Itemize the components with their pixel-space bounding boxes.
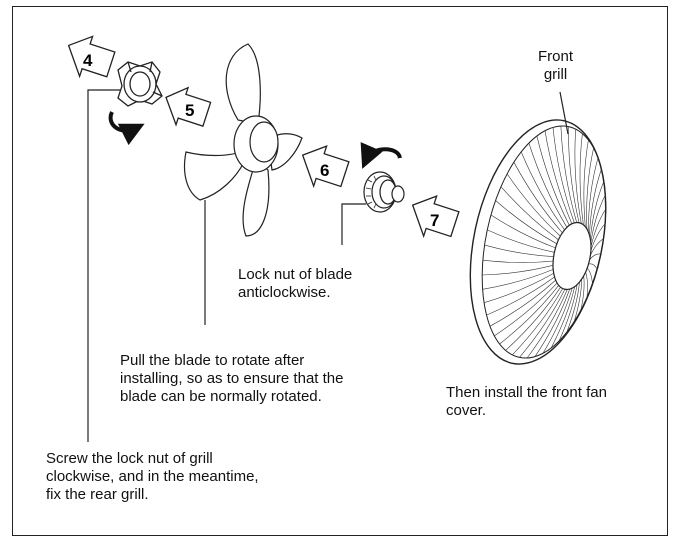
step-number-7: 7 [430, 211, 439, 230]
grill-spoke [558, 284, 578, 342]
front-grill [469, 119, 607, 365]
grill-spoke [512, 288, 563, 356]
grill-spoke [505, 287, 561, 351]
grill-spoke [586, 267, 593, 284]
front-grill-label: Front grill [538, 48, 574, 83]
grill-spoke [486, 276, 555, 316]
diagram-frame [12, 6, 668, 536]
grill-spoke [489, 279, 556, 327]
grill-spoke [588, 263, 598, 270]
grill-spoke [542, 288, 573, 354]
grill-spoke [590, 181, 605, 239]
grill-spoke [495, 200, 557, 245]
clockwise-rotation-arrow-icon [108, 111, 145, 146]
grill-spoke [550, 286, 575, 349]
grill-spoke [552, 127, 575, 223]
grill-spoke [482, 269, 554, 290]
grill-spoke [534, 289, 570, 357]
grill-spoke [484, 273, 554, 303]
grill-spoke [482, 259, 554, 263]
grill-spoke [568, 126, 580, 223]
grill-spoke [566, 282, 580, 333]
grill-spoke [573, 279, 582, 322]
grill-spoke [484, 244, 554, 257]
screw-lock-nut-instruction: Screw the lock nut of grill clockwise, a… [46, 450, 259, 503]
step-number-6: 6 [320, 161, 329, 180]
grill-spoke [494, 282, 558, 337]
grill-spoke [589, 253, 601, 260]
grill-spoke [528, 143, 568, 228]
blade-lock-nut [363, 171, 405, 213]
grill-spoke [560, 125, 577, 223]
anticlockwise-rotation-arrow-icon [360, 142, 402, 169]
grill-spoke [506, 173, 561, 237]
grill-spoke [590, 194, 606, 243]
grill-spoke [544, 130, 573, 224]
grill-spoke [585, 272, 588, 298]
grill-spoke [590, 208, 607, 247]
grill-lock-nut [117, 61, 163, 107]
leader-lines [87, 89, 569, 442]
step-number-4: 4 [83, 51, 93, 70]
grill-spoke [574, 129, 582, 224]
grill-spoke [583, 139, 589, 227]
pull-blade-instruction: Pull the blade to rotate after installin… [120, 352, 344, 405]
grill-spoke [588, 157, 599, 232]
grill-spoke [482, 265, 554, 276]
grill-spoke [500, 186, 559, 241]
install-front-cover-instruction: Then install the front fan cover. [446, 384, 607, 419]
grill-spoke [499, 285, 559, 345]
step-arrow-6: 6 [301, 145, 350, 189]
step-arrow-4: 4 [67, 35, 116, 79]
grill-spoke [519, 289, 566, 358]
grill-spoke [536, 135, 570, 226]
grill-spoke [526, 289, 568, 359]
step-number-5: 5 [185, 101, 194, 120]
grill-spoke [490, 214, 556, 249]
grill-spoke [579, 133, 584, 225]
lock-nut-blade-label: Lock nut of blade anticlockwise. [238, 266, 353, 301]
grill-spoke [590, 238, 604, 256]
grill-spoke [580, 275, 585, 311]
grill-spoke [520, 151, 565, 230]
grill-spoke [513, 162, 563, 233]
grill-spoke [590, 223, 606, 252]
grill-spoke [589, 168, 602, 236]
grill-spoke [586, 148, 594, 230]
fan-blade [183, 43, 303, 237]
grill-spoke [487, 229, 555, 253]
step-arrow-5: 5 [165, 86, 212, 127]
step-arrow-7: 7 [411, 195, 460, 239]
